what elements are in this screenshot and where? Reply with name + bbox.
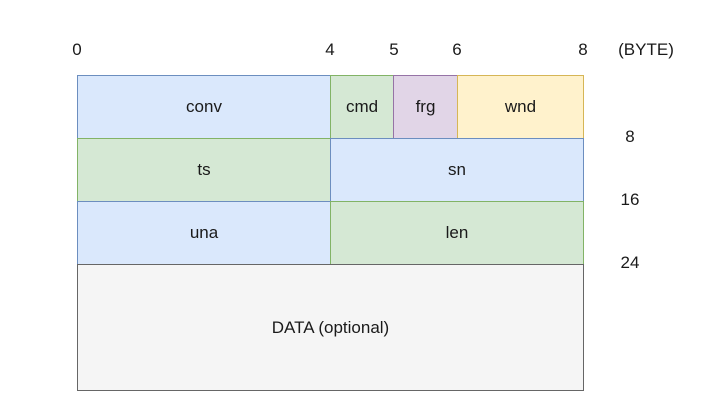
field-frg-label: frg [415,97,436,116]
field-wnd-label: wnd [504,97,537,116]
byte-offset-5: 5 [389,40,399,59]
row-offset-8: 8 [625,127,635,146]
field-conv-label: conv [186,97,222,116]
field-cmd: cmd [330,75,394,139]
field-data: DATA (optional) [77,264,584,391]
field-cmd-label: cmd [345,97,379,116]
field-sn: sn [330,138,584,202]
field-data-label: DATA (optional) [271,317,390,337]
field-len: len [330,201,584,265]
byte-offset-0: 0 [72,40,82,59]
field-una-label: una [189,223,219,242]
field-ts-label: ts [197,160,211,179]
field-wnd: wnd [457,75,584,139]
field-frg: frg [393,75,458,139]
row-offset-16: 16 [620,190,640,209]
field-len-label: len [445,223,469,242]
byte-offset-4: 4 [325,40,335,59]
field-una: una [77,201,331,265]
byte-offset-6: 6 [452,40,462,59]
byte-unit-label: (BYTE) [618,40,674,59]
row-offset-24: 24 [620,253,640,272]
byte-offset-8: 8 [578,40,588,59]
field-conv: conv [77,75,331,139]
field-sn-label: sn [448,160,466,179]
field-ts: ts [77,138,331,202]
